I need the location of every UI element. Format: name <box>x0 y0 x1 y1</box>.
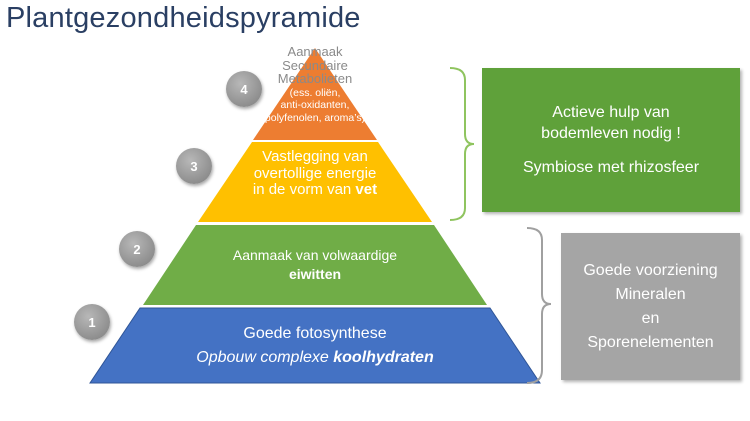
level-3-line2: overtollige energie <box>253 164 377 182</box>
grey-info-box: Goede voorziening Mineralen en Sporenele… <box>561 233 740 380</box>
brace-grey <box>526 227 552 384</box>
level-4-text: Aanmaak Secundaire Metabolieten (ess. ol… <box>255 44 375 125</box>
level-4-line3: Metabolieten <box>277 71 353 87</box>
level-4-line4: (ess. oliën, <box>289 86 341 99</box>
grey-box-line1: Goede voorziening <box>583 261 718 279</box>
level-4-line1: Aanmaak <box>287 44 343 59</box>
green-info-box: Actieve hulp van bodemleven nodig ! Symb… <box>482 68 740 212</box>
level-1-text: Goede fotosynthese Opbouw complexe koolh… <box>165 322 465 370</box>
level-4-line5: anti-oxidanten, <box>280 99 350 112</box>
page-title: Plantgezondheidspyramide <box>6 2 361 34</box>
grey-box-line4: Sporenelementen <box>587 333 714 351</box>
grey-box-line3: en <box>641 309 660 327</box>
level-4-line2: Secundaire <box>282 57 348 73</box>
level-1-band <box>89 307 541 384</box>
level-1-number-badge: 1 <box>74 304 110 340</box>
level-2-band <box>143 225 487 305</box>
level-3-band <box>198 142 432 222</box>
level-2-line2: eiwitten <box>195 265 435 284</box>
level-4-band <box>253 48 377 140</box>
level-2-number-badge: 2 <box>119 231 155 267</box>
green-box-line1: Actieve hulp van <box>552 103 670 121</box>
level-4-number-badge: 4 <box>226 71 262 107</box>
brace-green <box>449 67 475 221</box>
level-3-line3-bold: vet <box>355 181 378 198</box>
level-3-number-badge: 3 <box>176 148 212 184</box>
level-4-line6: polyfenolen, aroma’s) <box>264 111 366 124</box>
level-3-line3-prefix: in de vorm van <box>252 181 356 198</box>
level-2-text: Aanmaak van volwaardige eiwitten <box>195 246 435 284</box>
level-1-line2-prefix: Opbouw complexe <box>196 349 334 366</box>
level-3-text: Vastlegging van overtollige energie in d… <box>225 148 405 199</box>
level-3-line3: in de vorm van vet <box>225 181 405 199</box>
level-3-line1: Vastlegging van <box>262 148 368 165</box>
level-2-line2-bold: eiwitten <box>288 265 342 282</box>
level-2-line1: Aanmaak van volwaardige <box>232 247 398 263</box>
level-1-line1: Goede fotosynthese <box>243 325 387 342</box>
grey-box-line2: Mineralen <box>615 285 686 303</box>
level-1-line2: Opbouw complexe koolhydraten <box>165 346 465 370</box>
green-box-line2: bodemleven nodig ! <box>541 125 681 143</box>
level-1-line2-bold: koolhydraten <box>333 349 434 366</box>
green-box-line3: Symbiose met rhizosfeer <box>522 158 700 176</box>
